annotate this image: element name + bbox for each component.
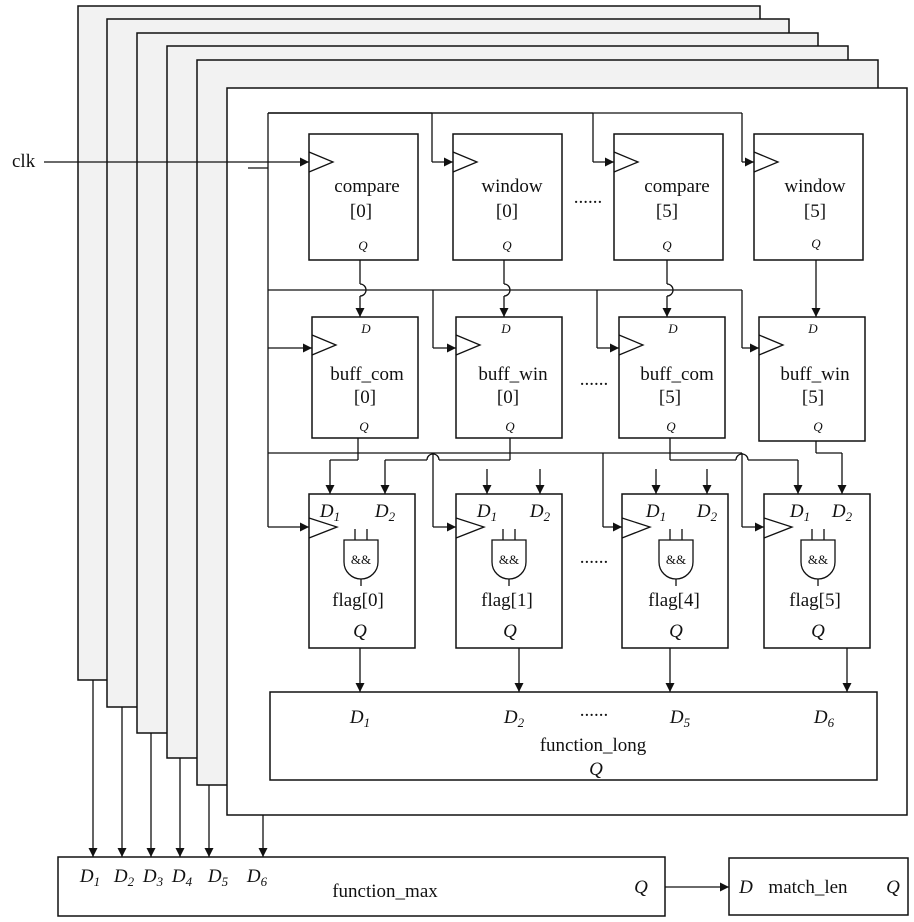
port-q: Q <box>811 621 825 642</box>
function-long-input-6: D6 <box>813 707 835 730</box>
flag-5: D1 D2 && flag[5] Q <box>763 493 871 649</box>
port-q: Q <box>353 621 367 642</box>
buffer-index: [5] <box>802 387 824 408</box>
layer-output-arrows <box>88 680 268 857</box>
flag-4: D1 D2 && flag[4] Q <box>621 493 729 649</box>
register-compare-0: compare [0] Q <box>308 133 419 261</box>
match-len-output: Q <box>886 877 900 898</box>
register-window-5: window [5] Q <box>753 133 864 261</box>
function-long-input-1: D1 <box>349 707 370 730</box>
register-index: [5] <box>656 201 678 222</box>
flag-0: D1 D2 && flag[0] Q <box>308 493 416 649</box>
function-max-input-6: D6 <box>246 866 268 889</box>
register-index: [0] <box>496 201 518 222</box>
port-d1: D1 <box>789 501 810 524</box>
port-d1: D1 <box>476 501 497 524</box>
register-name: window <box>784 176 846 197</box>
port-d1: D1 <box>319 501 340 524</box>
flag-name: flag[5] <box>789 590 841 611</box>
ellipsis-row-2: ...... <box>580 369 609 390</box>
register-name: compare <box>644 176 709 197</box>
and-symbol: && <box>351 552 371 567</box>
port-q: Q <box>359 419 369 434</box>
buffer-name: buff_com <box>640 364 714 385</box>
ellipsis-row-3: ...... <box>580 547 609 568</box>
ellipsis-function-long: ...... <box>580 700 609 721</box>
function-max-input-4: D4 <box>171 866 193 889</box>
buffer-index: [0] <box>497 387 519 408</box>
and-symbol: && <box>499 552 519 567</box>
port-d1: D1 <box>645 501 666 524</box>
match-len-block: D match_len Q <box>728 857 909 916</box>
buffer-buff-win-0: D buff_win [0] Q <box>455 316 563 439</box>
buffer-buff-win-5: D buff_win [5] Q <box>758 316 866 442</box>
function-long-label: function_long <box>540 735 647 756</box>
register-name: window <box>481 176 543 197</box>
port-q: Q <box>662 238 672 253</box>
port-q: Q <box>505 419 515 434</box>
buffer-buff-com-0: D buff_com [0] Q <box>311 316 419 439</box>
port-q: Q <box>502 238 512 253</box>
flag-name: flag[4] <box>648 590 700 611</box>
buffer-index: [0] <box>354 387 376 408</box>
match-len-label: match_len <box>768 877 848 898</box>
buffer-name: buff_win <box>478 364 548 385</box>
register-row: compare [0] Q window [0] Q ...... compar… <box>308 133 864 261</box>
buffer-row: D buff_com [0] Q D buff_win [0] Q ......… <box>311 316 866 442</box>
port-d2: D2 <box>374 501 396 524</box>
function-max-block: D1 D2 D3 D4 D5 D6 function_max Q <box>57 856 666 917</box>
clock-network <box>267 112 764 532</box>
port-d: D <box>807 321 818 336</box>
buffer-to-flag-arrows <box>325 438 847 494</box>
clock-input: clk <box>12 151 309 172</box>
clk-label: clk <box>12 151 36 172</box>
and-gate-icon: && <box>658 529 694 586</box>
port-d2: D2 <box>529 501 551 524</box>
buffer-name: buff_win <box>780 364 850 385</box>
port-q: Q <box>503 621 517 642</box>
port-d: D <box>500 321 511 336</box>
port-q: Q <box>666 419 676 434</box>
port-d2: D2 <box>831 501 853 524</box>
function-max-input-5: D5 <box>207 866 229 889</box>
and-symbol: && <box>808 552 828 567</box>
flag-to-function-long-arrows <box>355 648 852 692</box>
ellipsis-row-1: ...... <box>574 187 603 208</box>
function-max-output: Q <box>634 877 648 898</box>
register-window-0: window [0] Q <box>452 133 563 261</box>
port-q: Q <box>669 621 683 642</box>
buffer-index: [5] <box>659 387 681 408</box>
flag-name: flag[0] <box>332 590 384 611</box>
function-long-block: D1 D2 ...... D5 D6 function_long Q <box>269 691 878 781</box>
register-index: [5] <box>804 201 826 222</box>
function-long-output: Q <box>589 759 603 780</box>
and-gate-icon: && <box>343 529 379 586</box>
port-q: Q <box>813 419 823 434</box>
buffer-name: buff_com <box>330 364 404 385</box>
buffer-buff-com-5: D buff_com [5] Q <box>618 316 726 439</box>
function-max-label: function_max <box>332 881 438 902</box>
port-d: D <box>667 321 678 336</box>
function-long-input-2: D2 <box>503 707 525 730</box>
register-to-buffer-arrows <box>355 260 821 317</box>
port-d2: D2 <box>696 501 718 524</box>
function-long-input-5: D5 <box>669 707 691 730</box>
function-max-input-3: D3 <box>142 866 164 889</box>
port-d: D <box>360 321 371 336</box>
register-name: compare <box>334 176 399 197</box>
register-index: [0] <box>350 201 372 222</box>
function-max-input-2: D2 <box>113 866 135 889</box>
and-symbol: && <box>666 552 686 567</box>
flag-row: D1 D2 && flag[0] Q D1 D2 && <box>308 493 871 649</box>
flag-name: flag[1] <box>481 590 533 611</box>
function-max-input-1: D1 <box>79 866 100 889</box>
port-q: Q <box>811 236 821 251</box>
register-compare-5: compare [5] Q <box>613 133 724 261</box>
flag-1: D1 D2 && flag[1] Q <box>455 493 563 649</box>
and-gate-icon: && <box>491 529 527 586</box>
and-gate-icon: && <box>800 529 836 586</box>
port-q: Q <box>358 238 368 253</box>
match-len-input: D <box>738 877 753 898</box>
